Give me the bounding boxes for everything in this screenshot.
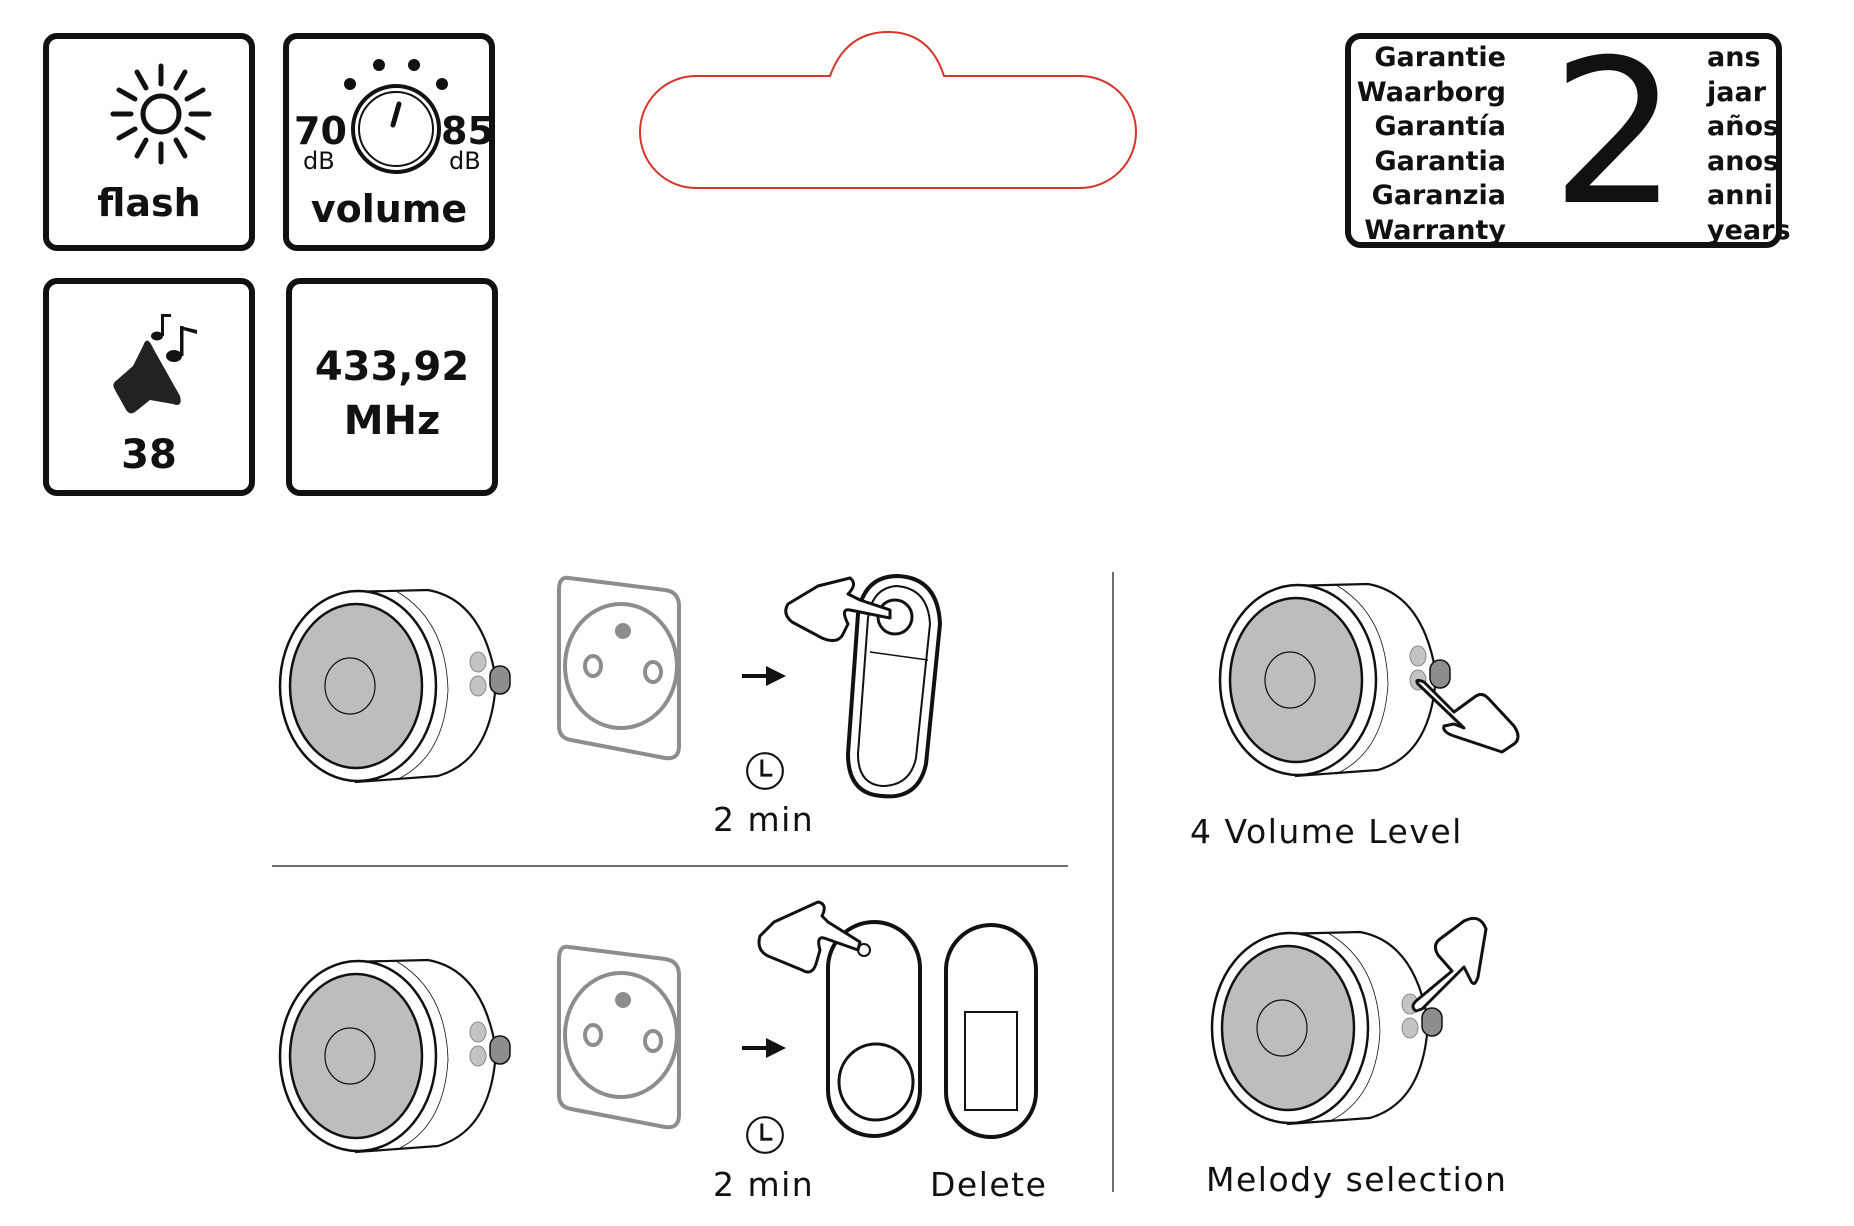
label-outline	[639, 30, 1137, 189]
clock-icon	[745, 751, 785, 791]
volume-label: volume	[310, 187, 468, 231]
warranty-words-left: Garantie Waarborg Garantía Garantia Gara…	[1357, 41, 1506, 248]
warranty-box: Garantie Waarborg Garantía Garantia Gara…	[1345, 19, 1791, 249]
flash-label: flash	[97, 181, 201, 225]
spec-box-flash: flash	[43, 33, 255, 251]
spec-box-melodies: 38	[43, 278, 255, 496]
wall-socket-icon	[557, 575, 681, 761]
warranty-unit: anni	[1707, 180, 1773, 211]
pairing-duration: 2 min	[713, 800, 815, 839]
warranty-word: Warranty	[1364, 214, 1506, 246]
volume-min-unit: dB	[303, 147, 335, 175]
chime-icon	[278, 958, 512, 1154]
frequency-unit: MHz	[343, 398, 441, 444]
doorbell-button-icon	[757, 900, 922, 1138]
sun-icon	[110, 63, 212, 165]
speaker-music-icon	[113, 314, 197, 414]
warranty-word: Garantía	[1374, 111, 1506, 142]
warranty-word: Garanzia	[1371, 180, 1506, 211]
melodies-count: 38	[121, 432, 177, 478]
clock-icon	[745, 1115, 785, 1155]
volume-knob-icon	[344, 59, 448, 174]
delete-duration: 2 min	[713, 1165, 815, 1204]
warranty-unit: jaar	[1707, 76, 1767, 108]
doorbell-back-icon	[944, 923, 1038, 1139]
frequency-value: 433,92	[314, 344, 470, 390]
volume-max-value: 85	[441, 109, 494, 153]
pointing-hand-icon	[1415, 678, 1520, 754]
volume-caption: 4 Volume Level	[1190, 812, 1463, 851]
delete-caption: Delete	[930, 1165, 1048, 1204]
warranty-word: Waarborg	[1356, 76, 1506, 108]
wall-socket-icon	[557, 944, 681, 1130]
warranty-unit: años	[1707, 111, 1780, 142]
spec-box-volume: 70 dB 85 dB volume	[283, 33, 495, 251]
vertical-divider	[1112, 572, 1114, 1192]
horizontal-divider	[272, 865, 1068, 867]
melody-caption: Melody selection	[1206, 1160, 1508, 1199]
volume-max-unit: dB	[449, 147, 481, 175]
warranty-unit: years	[1707, 214, 1791, 246]
pointing-hand-icon	[1411, 916, 1488, 1013]
volume-min-value: 70	[294, 109, 347, 153]
warranty-unit: ans	[1707, 42, 1761, 73]
chime-icon	[278, 588, 512, 784]
spec-box-frequency: 433,92 MHz	[286, 278, 498, 496]
doorbell-button-icon	[784, 573, 943, 799]
warranty-word: Garantia	[1374, 145, 1506, 177]
warranty-word: Garantie	[1374, 42, 1506, 73]
warranty-years-number: 2	[1551, 17, 1679, 250]
warranty-words-right: ans jaar años anos anni years	[1707, 41, 1791, 248]
warranty-unit: anos	[1707, 145, 1780, 177]
